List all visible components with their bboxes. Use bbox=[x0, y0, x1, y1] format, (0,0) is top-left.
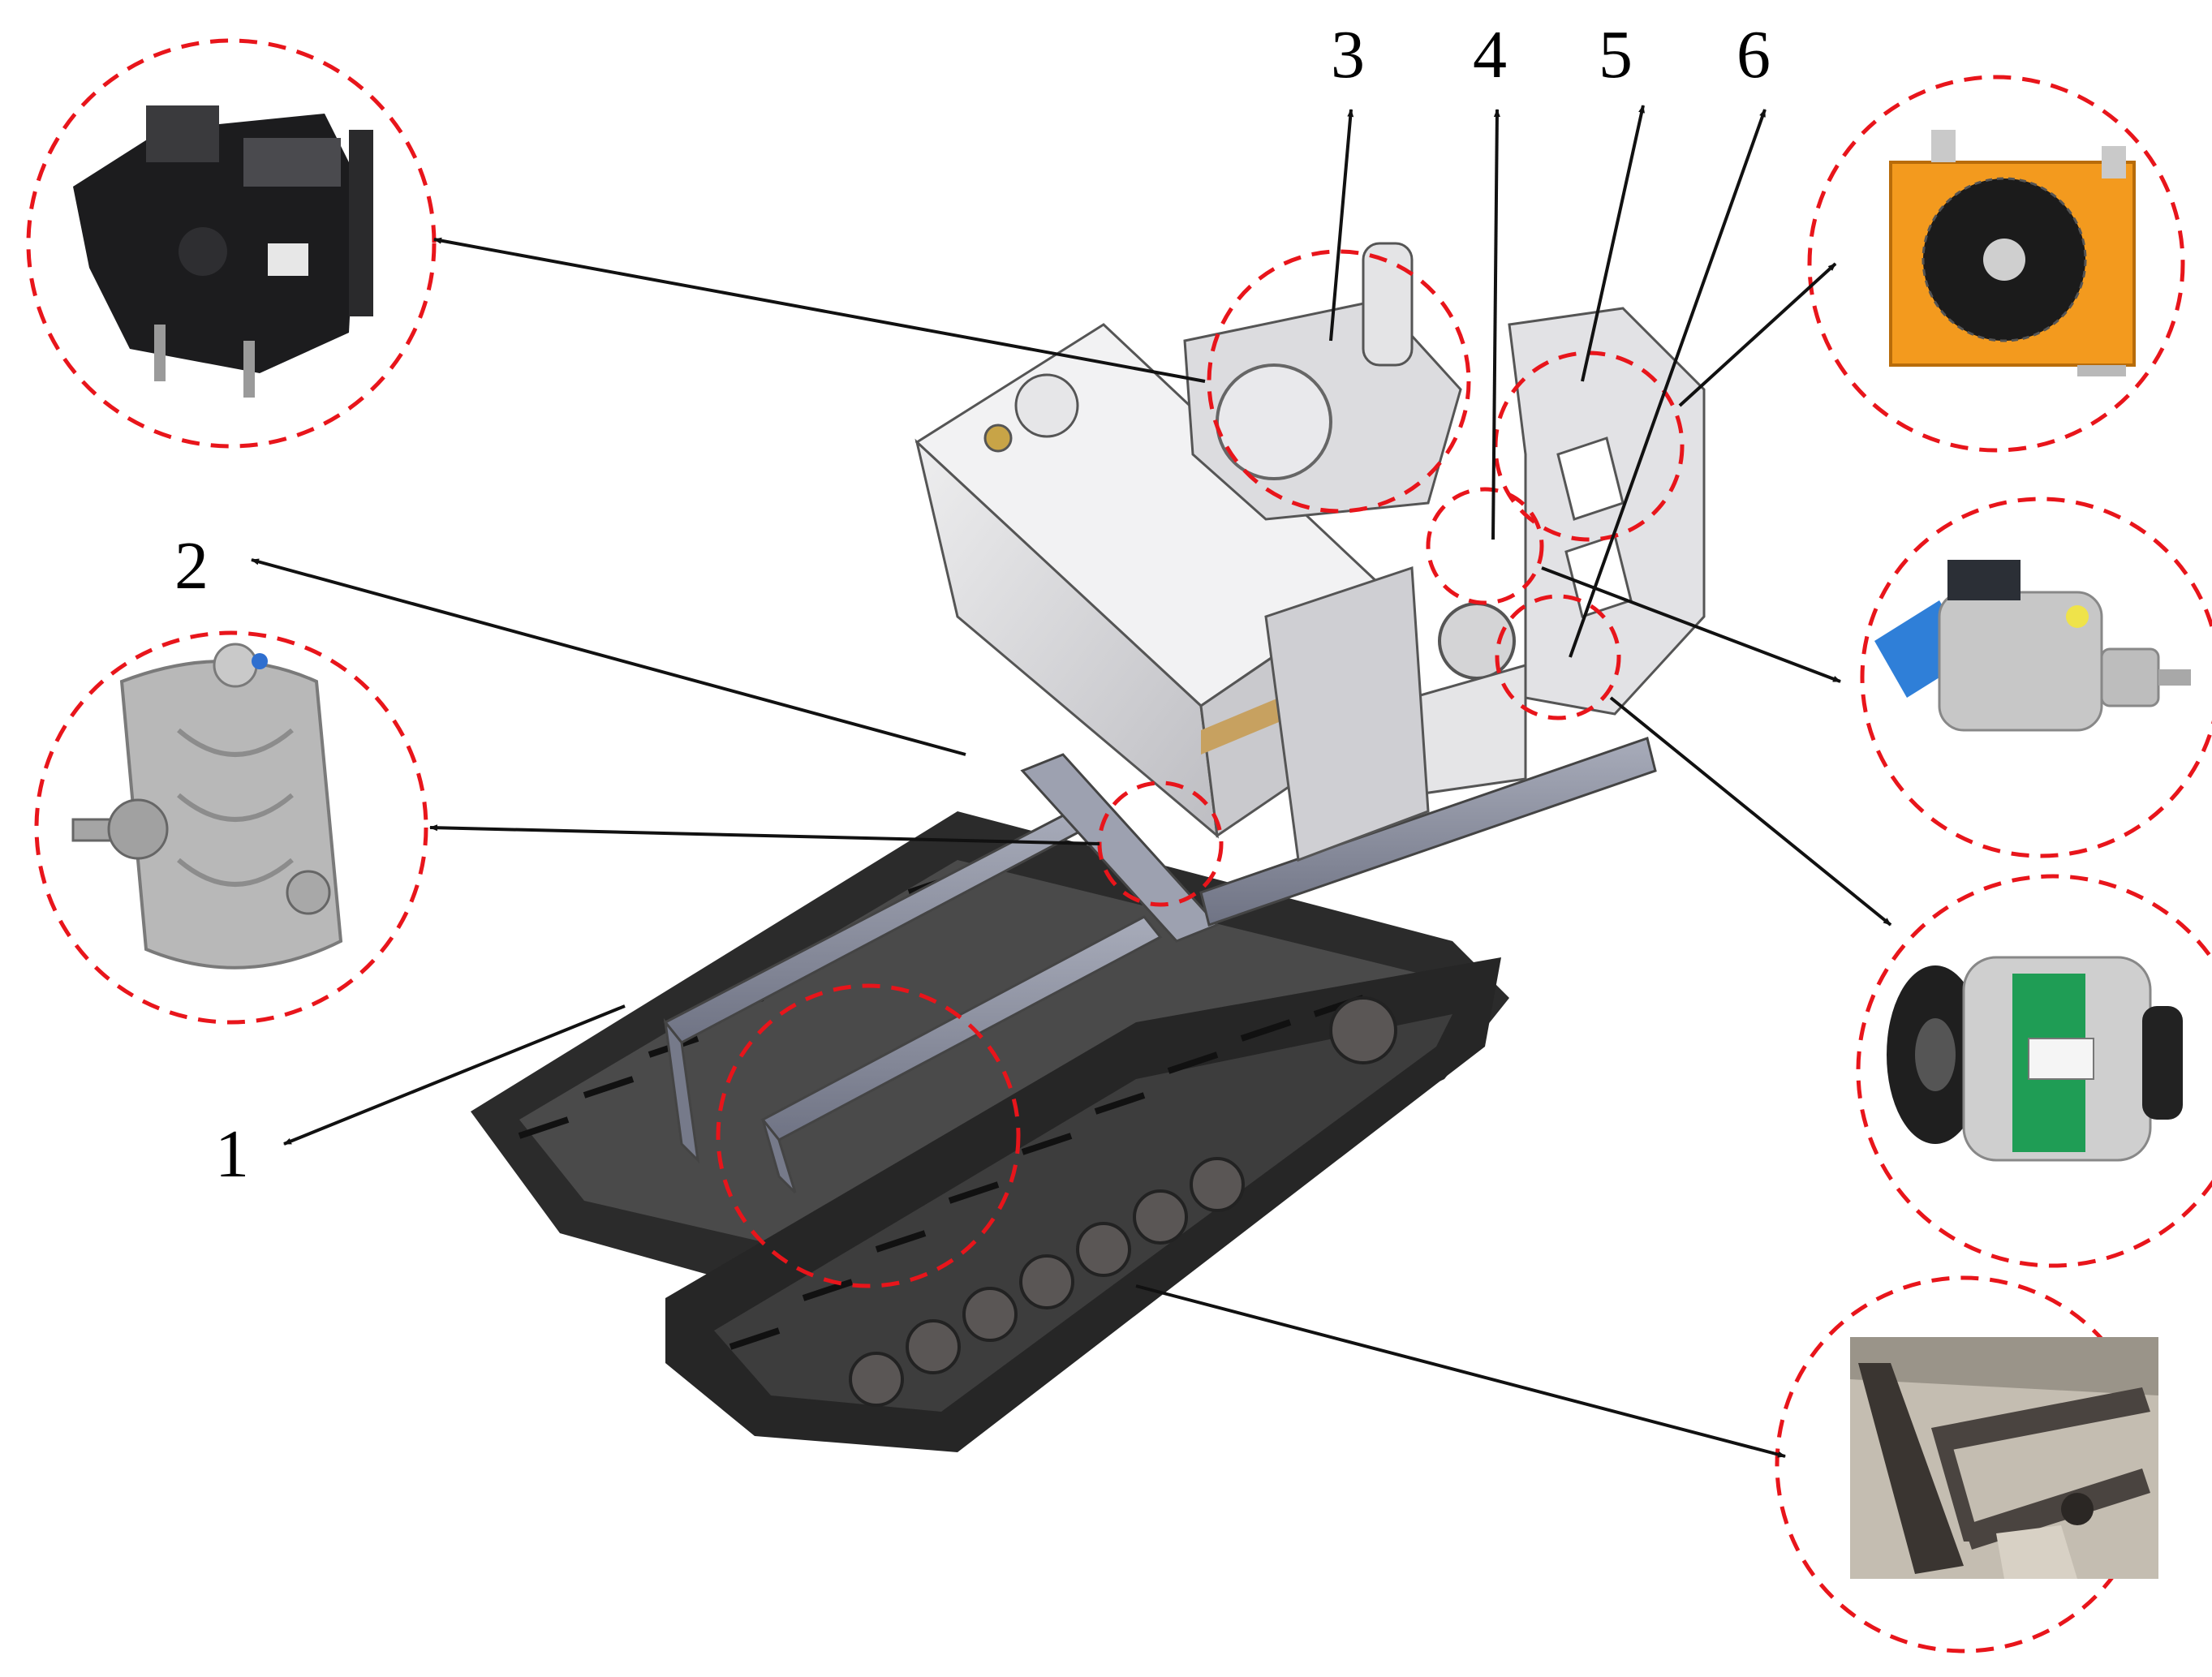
gearbox-icon bbox=[71, 643, 343, 970]
road-wheels bbox=[849, 996, 1397, 1407]
hydraulic-pump-icon bbox=[1874, 560, 2191, 732]
engine-photo bbox=[26, 38, 437, 449]
arrows bbox=[251, 105, 1892, 1458]
label-2: 2 bbox=[174, 528, 209, 604]
radiator-photo bbox=[1807, 75, 2185, 453]
alternator-photo bbox=[1856, 874, 2212, 1268]
alternator-icon bbox=[1887, 956, 2183, 1162]
number-labels: 1 2 3 4 5 6 bbox=[174, 17, 1771, 1192]
diesel-engine-icon bbox=[73, 105, 373, 398]
chassis-frame bbox=[663, 737, 1657, 1194]
label-5: 5 bbox=[1599, 17, 1633, 92]
label-3: 3 bbox=[1331, 17, 1365, 92]
oil-cooler-fan-icon bbox=[1889, 130, 2136, 376]
gearbox-photo bbox=[34, 630, 428, 1025]
track-grousers bbox=[518, 873, 1365, 1350]
crawler-chassis-photo-icon bbox=[1850, 1337, 2158, 1579]
label-4: 4 bbox=[1473, 17, 1507, 92]
engine-block bbox=[1183, 242, 1527, 862]
chassis-photo bbox=[1775, 1275, 2158, 1653]
left-track bbox=[471, 811, 1509, 1331]
crawler-machine bbox=[471, 242, 1706, 1452]
label-6: 6 bbox=[1736, 17, 1771, 92]
pump-photo bbox=[1860, 497, 2212, 858]
label-1: 1 bbox=[215, 1116, 249, 1192]
right-track bbox=[665, 957, 1501, 1452]
